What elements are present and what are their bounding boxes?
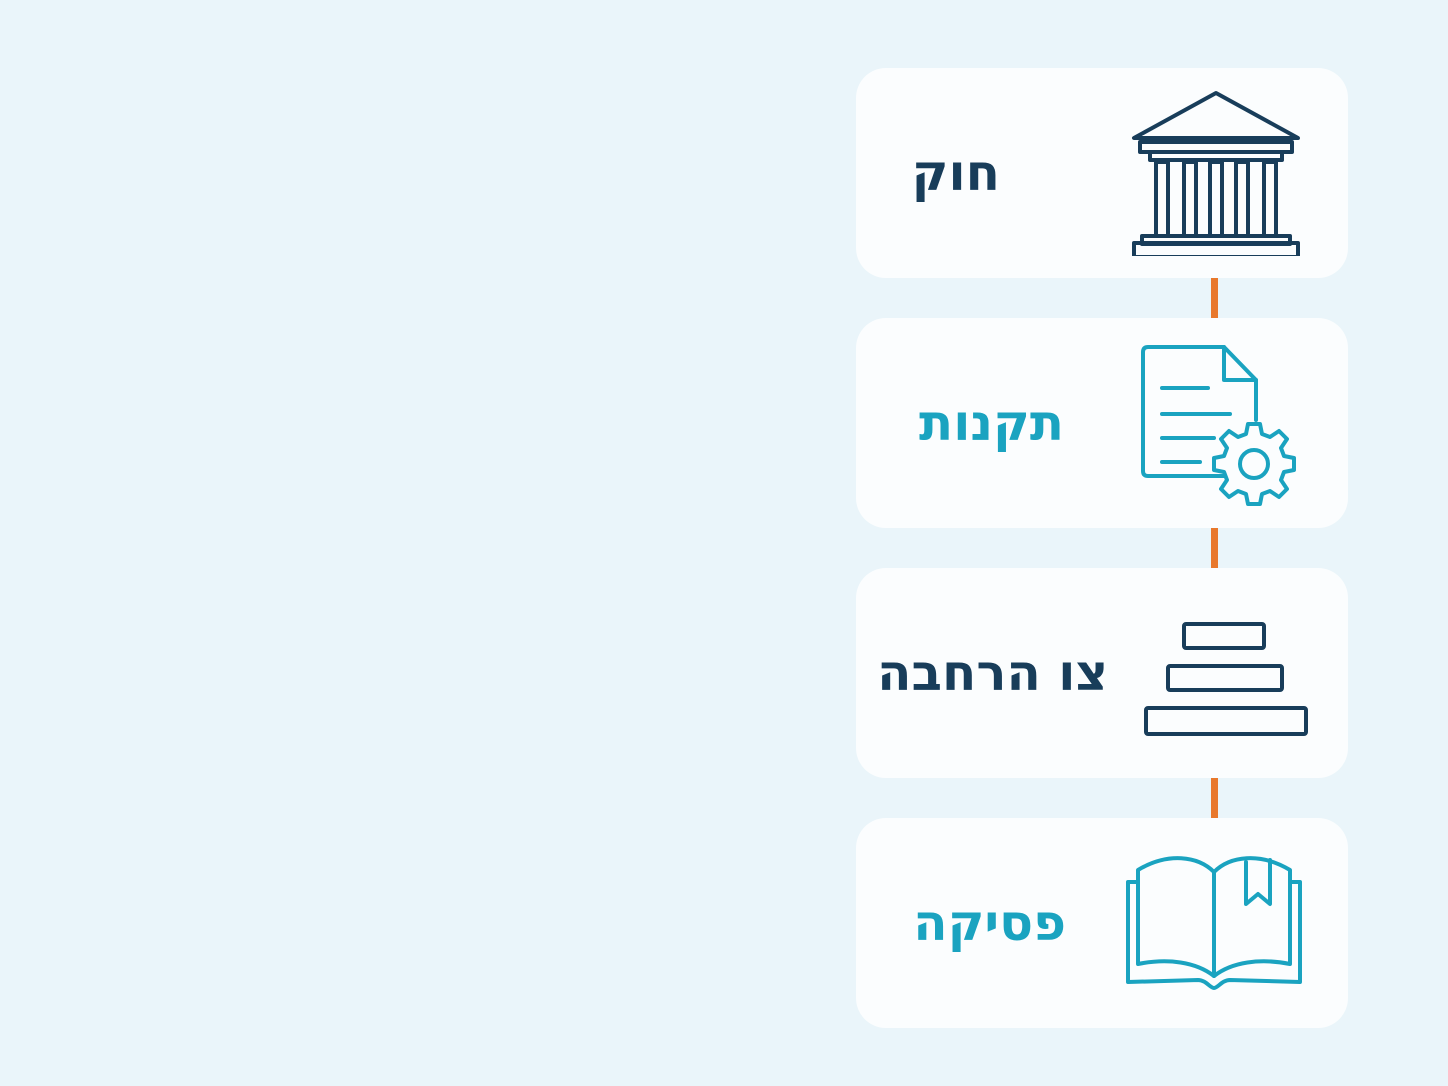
courthouse-icon bbox=[1132, 91, 1300, 256]
card-label-regulations: תקנות bbox=[919, 394, 1064, 452]
card-regulations: תקנות bbox=[856, 318, 1348, 528]
card-case-law: פסיקה bbox=[856, 818, 1348, 1028]
card-label-law: חוק bbox=[911, 144, 1000, 202]
card-extension-order: צו הרחבה bbox=[856, 568, 1348, 778]
stacked-bars-icon bbox=[1144, 622, 1308, 736]
connector-line-2 bbox=[1211, 528, 1218, 568]
open-book-icon bbox=[1126, 856, 1302, 990]
connector-line-1 bbox=[1211, 278, 1218, 318]
card-label-case-law: פסיקה bbox=[913, 894, 1066, 952]
document-gear-icon bbox=[1141, 345, 1296, 506]
card-label-extension-order: צו הרחבה bbox=[877, 644, 1108, 702]
connector-line-3 bbox=[1211, 778, 1218, 818]
card-law: חוק bbox=[856, 68, 1348, 278]
